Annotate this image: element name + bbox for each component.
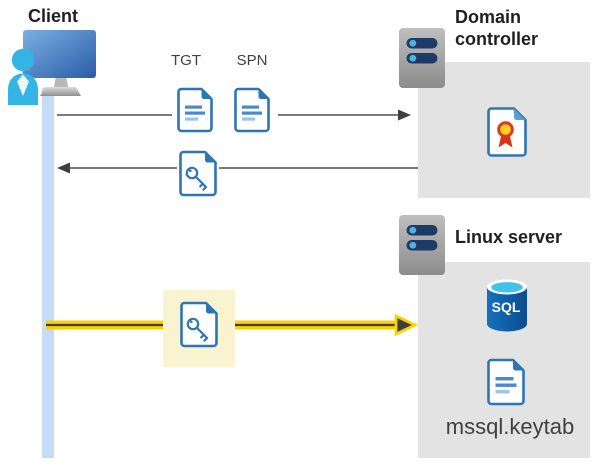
- arrowhead-right-yellow-icon: [394, 313, 419, 337]
- client-label: Client: [28, 6, 79, 26]
- client-workstation-icon: [8, 30, 96, 105]
- arrow-client-to-domain-controller: [57, 109, 411, 121]
- tgt-document-icon: [177, 87, 213, 133]
- sql-database-icon: SQL: [487, 279, 527, 332]
- tgt-label: TGT: [171, 52, 201, 69]
- domain-controller-label: Domain controller: [455, 7, 539, 49]
- arrow-domain-controller-to-client: [57, 162, 418, 174]
- server-icon: [399, 215, 445, 275]
- person-icon: [8, 48, 38, 105]
- linux-server-label: Linux server: [455, 227, 563, 247]
- arrowhead-right-icon: [398, 109, 411, 121]
- key-glyph-icon: [186, 317, 209, 342]
- key-file-icon: [180, 301, 218, 348]
- arrowhead-left-icon: [57, 162, 70, 174]
- server-icon: [399, 28, 445, 88]
- keytab-file-label: mssql.keytab: [445, 414, 575, 439]
- sql-logo-text: SQL: [492, 299, 521, 315]
- client-lifeline: [42, 88, 54, 458]
- spn-label: SPN: [236, 52, 268, 69]
- key-file-icon: [179, 150, 217, 197]
- key-glyph-icon: [185, 166, 208, 191]
- monitor-icon: [23, 30, 96, 78]
- spn-document-icon: [234, 87, 270, 133]
- ribbon-seal-icon: [497, 121, 514, 148]
- certificate-icon: [487, 107, 527, 157]
- keytab-document-icon: [487, 358, 525, 406]
